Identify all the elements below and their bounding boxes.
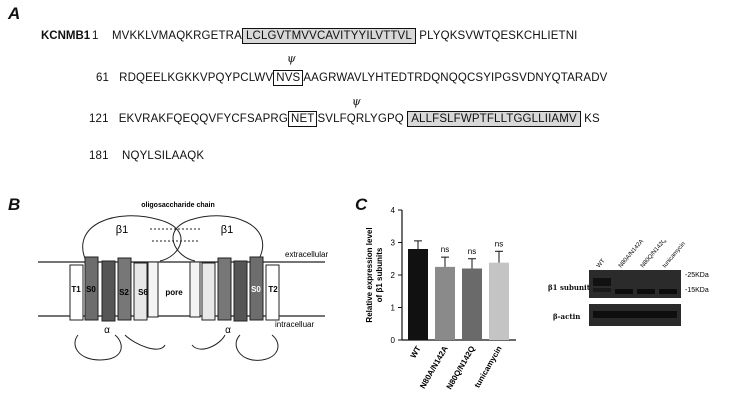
- panel-c-label: C: [355, 195, 368, 214]
- band-lane4: [659, 289, 677, 294]
- y-tick-label: 2: [391, 271, 396, 280]
- seq-text: PLYQKSVWTQESKCHLIETNI: [419, 30, 578, 42]
- y-axis-label: of β1 subunits: [375, 247, 384, 302]
- left-subunit: [69, 256, 166, 361]
- band-wt-upper: [593, 278, 611, 286]
- glycosylation-site-nvs: NVS: [273, 70, 304, 86]
- seq-row-num: 61: [96, 72, 110, 84]
- intracellular-label: intracelluar: [275, 320, 314, 329]
- seq-text: NQYLSILAAQK: [122, 150, 205, 162]
- seq-row-num: 1: [92, 30, 99, 42]
- glycosylation-psi-1: ψ: [287, 52, 296, 65]
- bar: [408, 249, 428, 340]
- x-tick-label: WT: [409, 344, 423, 359]
- beta-loop-right: [172, 215, 264, 262]
- blot-lane-label: tunicamycin: [662, 241, 687, 269]
- beta-loop-left: [82, 215, 182, 262]
- seg-s0-right: S0: [251, 285, 261, 294]
- ns-annotation: ns: [441, 245, 449, 254]
- gene-name: KCNMB1: [41, 30, 91, 42]
- y-tick-label: 3: [391, 239, 396, 248]
- seg-s2: S2: [119, 288, 129, 297]
- bar: [462, 268, 482, 340]
- seq-text: MVKKLVMAQKRGETRA: [111, 30, 242, 42]
- extracellular-label: extracellular: [285, 250, 328, 259]
- panel-b-label: B: [8, 195, 21, 214]
- ns-annotation: ns: [495, 239, 503, 248]
- right-subunit: [189, 256, 280, 361]
- band-wt-lower: [593, 288, 611, 292]
- y-tick-label: 0: [391, 336, 396, 345]
- pore-label: pore: [165, 288, 183, 297]
- band-lane3: [637, 289, 655, 294]
- seq-row-4: 181 NQYLSILAAQK: [89, 150, 204, 162]
- x-tick-label: tunicamycin: [473, 344, 504, 389]
- seg-t1: T1: [71, 285, 81, 294]
- channel-diagram: oligosaccharide chain β1 β1 extracellula…: [38, 202, 328, 361]
- marker-25kda: -25KDa: [685, 272, 709, 279]
- seq-text: SVLFQRLYGPQ: [317, 113, 404, 125]
- seg-s0-left: S0: [86, 285, 96, 294]
- y-axis-label: Relative expression level: [365, 227, 374, 322]
- seq-row-num: 181: [89, 150, 109, 162]
- transmembrane-region-2: ALLFSLFWPTFLLTGGLLIIAMV: [407, 111, 581, 127]
- alpha-left: α: [104, 325, 110, 336]
- seq-text: AAGRWAVLYHTEDTRDQNQQCSYIPGSVDNYQTARADV: [303, 72, 608, 84]
- y-tick-label: 4: [391, 206, 396, 215]
- ns-annotation: ns: [468, 247, 476, 256]
- beta-left-label: β1: [116, 224, 128, 236]
- alpha-right: α: [225, 325, 231, 336]
- bar: [489, 262, 509, 340]
- transmembrane-region-1: LCLGVTMVVCAVITYYILVTTVL: [241, 28, 416, 44]
- blot-row-beta1: β1 subunit: [548, 283, 590, 292]
- seg-s6: S6: [138, 288, 148, 297]
- x-tick-label: N80A/N142A: [418, 344, 450, 390]
- seq-text: RDQEELKGKKVPQYPCLWV: [119, 72, 274, 84]
- seq-text: KS: [584, 113, 600, 125]
- marker-15kda: -15KDa: [685, 287, 709, 294]
- blot-row-actin: β-actin: [553, 312, 581, 321]
- blot-lane-label: WT: [596, 258, 607, 269]
- band-lane2: [615, 289, 633, 294]
- bar: [435, 266, 455, 340]
- seq-text: EKVRAKFQEQQVFYCFSAPRG: [118, 113, 288, 125]
- seg-t2: T2: [268, 285, 278, 294]
- y-tick-label: 1: [391, 304, 396, 313]
- band-actin: [593, 311, 677, 318]
- seq-row-num: 121: [89, 113, 109, 125]
- beta-right-label: β1: [221, 224, 233, 236]
- glycosylation-psi-2: ψ: [352, 95, 361, 108]
- x-tick-label: N80Q/N142Q: [445, 345, 477, 391]
- oligo-label: oligosaccharide chain: [141, 202, 215, 209]
- panel-a-label: A: [8, 4, 21, 23]
- glycosylation-site-net: NET: [287, 111, 318, 127]
